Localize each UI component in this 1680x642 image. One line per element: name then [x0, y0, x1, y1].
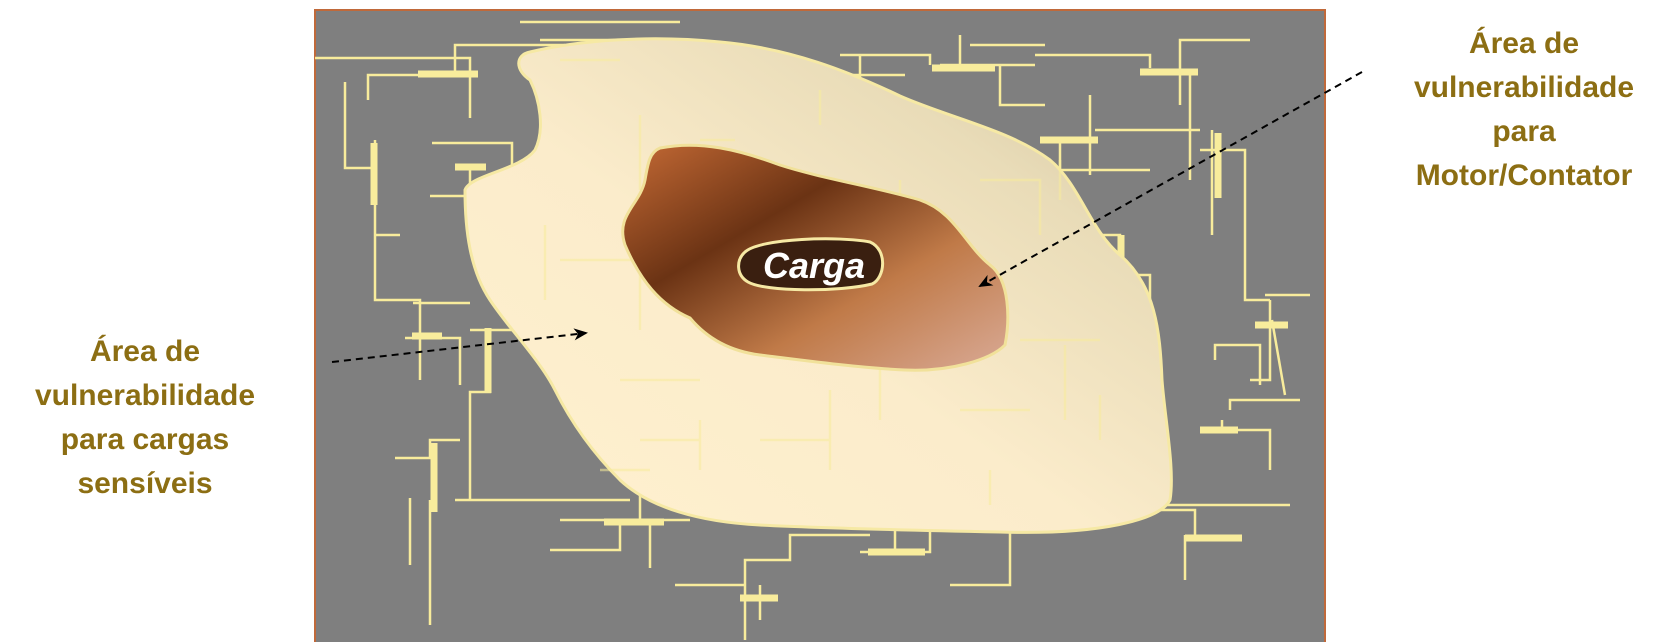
right-label-line: Motor/Contator: [1368, 154, 1680, 198]
load-label: Carga: [763, 245, 865, 286]
right-label-line: Área de: [1368, 22, 1680, 66]
left-label-line: para cargas: [0, 418, 290, 462]
left-label-line: Área de: [0, 330, 290, 374]
right-label-line: para: [1368, 110, 1680, 154]
left-label-line: vulnerabilidade: [0, 374, 290, 418]
left-vulnerability-label: Área de vulnerabilidade para cargas sens…: [0, 330, 290, 506]
left-label-line: sensíveis: [0, 462, 290, 506]
load-label-badge: Carga: [739, 239, 883, 290]
right-label-line: vulnerabilidade: [1368, 66, 1680, 110]
right-vulnerability-label: Área de vulnerabilidade para Motor/Conta…: [1368, 22, 1680, 198]
